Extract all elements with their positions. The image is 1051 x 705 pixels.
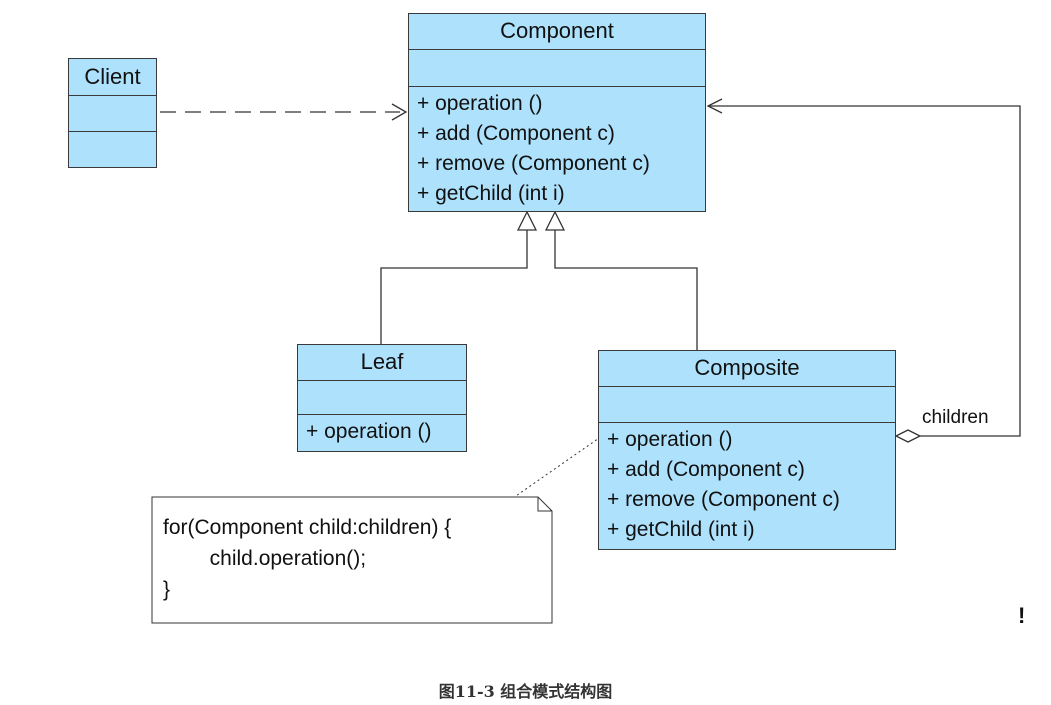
note-anchor-line [512,435,603,499]
dependency-arrowhead [391,103,408,121]
client-attributes [69,96,156,132]
note-fold [537,497,552,512]
composite-class: Composite + operation () + add (Componen… [598,350,896,550]
leaf-attributes [298,381,466,415]
aggregation-diamond [894,429,922,443]
leaf-generalization-line [380,230,528,344]
component-operation: + operation () [417,92,543,115]
leaf-generalization-arrowhead [516,210,538,231]
component-operations: + operation () + add (Component c) + rem… [409,87,705,211]
client-class-name: Client [69,59,156,96]
composite-operations: + operation () + add (Component c) + rem… [599,423,895,547]
stray-mark: ! [1018,603,1026,628]
note-shape [151,496,553,624]
composite-operation: + remove (Component c) [607,488,840,511]
composite-generalization-line [554,230,698,351]
client-class: Client [68,58,157,168]
component-operation: + remove (Component c) [417,152,650,175]
leaf-class: Leaf + operation () [297,344,467,452]
component-operation: + getChild (int i) [417,182,565,205]
code-note: for(Component child:children) { child.op… [152,497,552,623]
composite-class-name: Composite [599,351,895,387]
composite-attributes [599,387,895,423]
leaf-operation: + operation () [306,420,432,443]
composite-operation: + getChild (int i) [607,518,755,541]
component-class: Component + operation () + add (Componen… [408,13,706,212]
figure-caption: 图11-3 组合模式结构图 [438,682,613,701]
association-label: children [922,407,989,428]
composite-operation: + operation () [607,428,733,451]
leaf-operations: + operation () [298,415,466,449]
composite-generalization-arrowhead [544,210,566,231]
note-code: for(Component child:children) { child.op… [163,516,452,601]
component-operation: + add (Component c) [417,122,615,145]
composite-operation: + add (Component c) [607,458,805,481]
component-attributes [409,50,705,87]
aggregation-line [708,105,1021,437]
component-class-name: Component [409,14,705,50]
aggregation-arrowhead [706,98,723,114]
leaf-class-name: Leaf [298,345,466,381]
client-operations [69,132,156,167]
